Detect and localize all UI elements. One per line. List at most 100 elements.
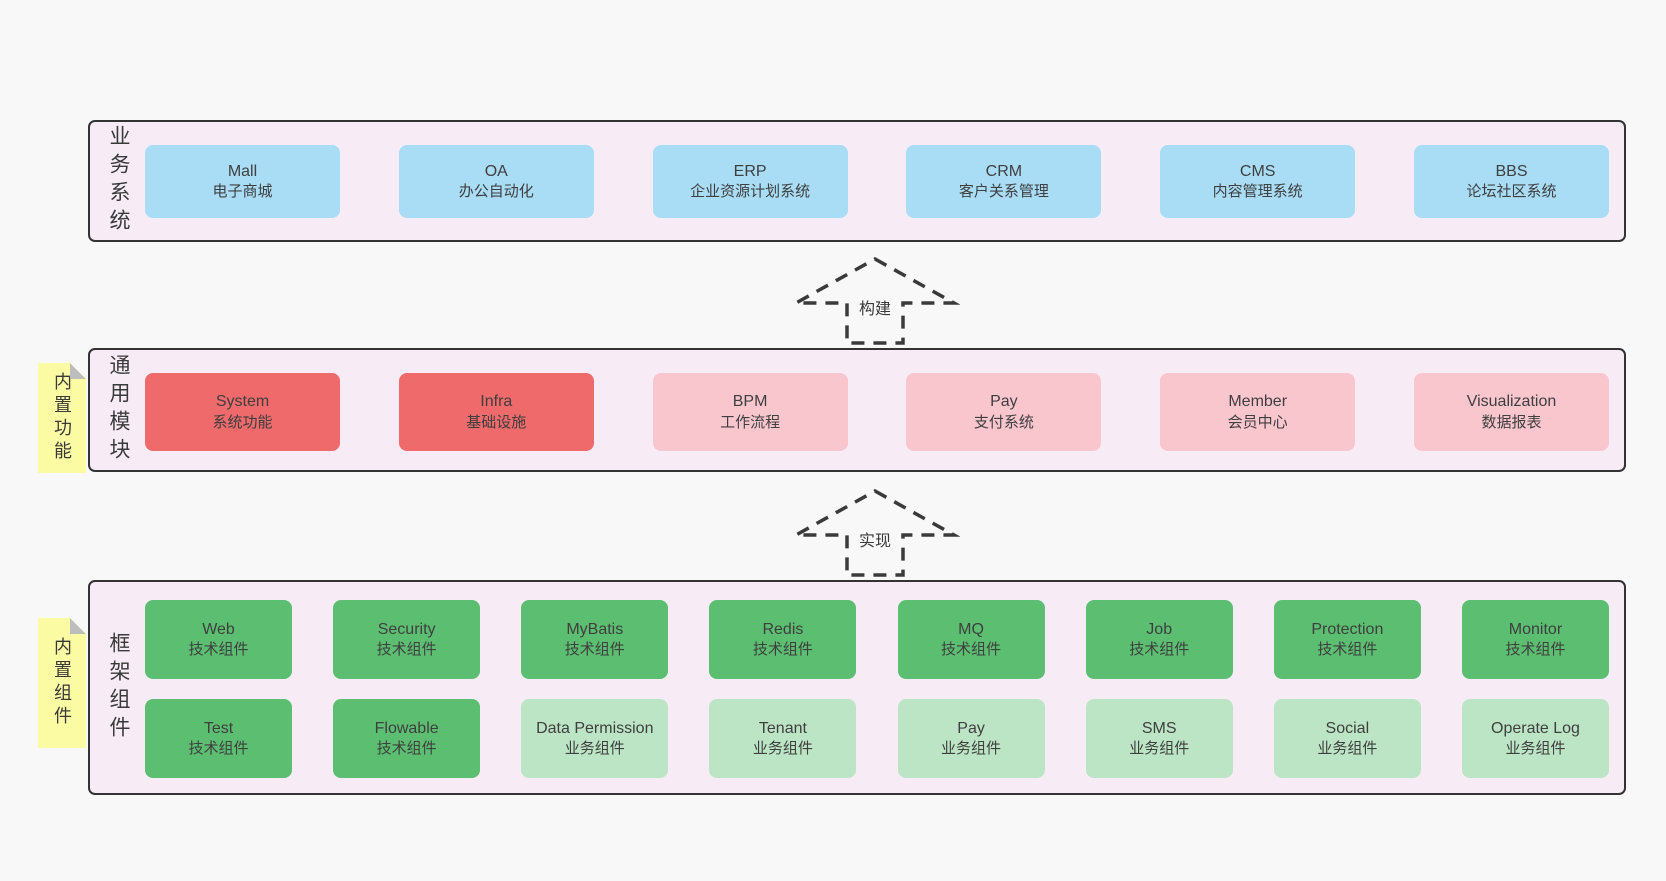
box-subtitle: 客户关系管理 xyxy=(958,183,1049,201)
folded-corner-icon xyxy=(70,363,86,379)
box-web: Web 技术组件 xyxy=(145,600,292,679)
box-mq: MQ 技术组件 xyxy=(897,600,1045,679)
box-title: Pay xyxy=(957,719,985,737)
box-mybatis: MyBatis 技术组件 xyxy=(521,600,669,679)
box-title: Member xyxy=(1228,393,1288,411)
box-subtitle: 技术组件 xyxy=(941,641,1002,659)
box-title: Redis xyxy=(762,620,804,638)
box-subtitle: 技术组件 xyxy=(752,641,813,659)
box-subtitle: 技术组件 xyxy=(564,641,625,659)
box-job: Job 技术组件 xyxy=(1085,600,1233,679)
box-title: MyBatis xyxy=(566,620,624,638)
box-security: Security 技术组件 xyxy=(333,600,481,679)
box-title: Mall xyxy=(227,162,258,180)
up-arrow-icon xyxy=(790,488,960,577)
band-label-common-modules: 通用模块 xyxy=(107,354,130,466)
box-flowable: Flowable 技术组件 xyxy=(333,699,481,778)
box-pay-module: Pay 支付系统 xyxy=(906,373,1102,451)
box-title: System xyxy=(215,393,270,411)
box-subtitle: 系统功能 xyxy=(212,413,273,431)
box-title: Social xyxy=(1325,719,1370,737)
box-cms: CMS 内容管理系统 xyxy=(1160,145,1356,218)
box-title: Pay xyxy=(990,393,1018,411)
common-modules-row: System 系统功能 Infra 基础设施 BPM 工作流程 Pay 支付系统… xyxy=(145,373,1609,451)
box-member: Member 会员中心 xyxy=(1160,373,1356,451)
box-tenant: Tenant 业务组件 xyxy=(709,699,857,778)
box-system: System 系统功能 xyxy=(145,373,340,451)
box-subtitle: 内容管理系统 xyxy=(1212,183,1303,201)
box-subtitle: 技术组件 xyxy=(188,740,249,758)
box-subtitle: 办公自动化 xyxy=(458,183,534,201)
box-subtitle: 电子商城 xyxy=(212,183,273,201)
box-subtitle: 基础设施 xyxy=(466,413,527,431)
up-arrow-icon xyxy=(790,256,960,345)
arrow-implement-label: 实现 xyxy=(855,527,895,551)
box-subtitle: 业务组件 xyxy=(1505,740,1566,758)
folded-corner-icon xyxy=(70,618,86,634)
box-subtitle: 企业资源计划系统 xyxy=(690,183,811,201)
box-crm: CRM 客户关系管理 xyxy=(906,145,1102,218)
box-title: BBS xyxy=(1495,162,1528,180)
sticky-note-label: 内置功能 xyxy=(52,372,72,464)
framework-components-row-2: Test 技术组件 Flowable 技术组件 Data Permission … xyxy=(145,699,1609,778)
box-title: Flowable xyxy=(374,719,439,737)
band-business-systems: 业务系统 Mall 电子商城 OA 办公自动化 ERP 企业资源计划系统 CRM… xyxy=(88,120,1626,242)
box-subtitle: 业务组件 xyxy=(1129,740,1190,758)
box-data-permission: Data Permission 业务组件 xyxy=(521,699,669,778)
box-title: BPM xyxy=(732,393,768,411)
box-bpm: BPM 工作流程 xyxy=(652,373,848,451)
box-title: ERP xyxy=(733,162,767,180)
box-test: Test 技术组件 xyxy=(145,699,292,778)
band-framework-components: 框架组件 Web 技术组件 Security 技术组件 MyBatis 技术组件… xyxy=(88,580,1626,795)
band-label-business-systems: 业务系统 xyxy=(107,125,130,237)
box-subtitle: 业务组件 xyxy=(941,740,1002,758)
arrow-build-label: 构建 xyxy=(855,295,895,319)
box-infra: Infra 基础设施 xyxy=(398,373,594,451)
sticky-note-builtin-components: 内置组件 xyxy=(38,618,86,748)
box-title: OA xyxy=(484,162,508,180)
box-subtitle: 业务组件 xyxy=(1317,740,1378,758)
sticky-note-label: 内置组件 xyxy=(52,637,72,729)
box-mall: Mall 电子商城 xyxy=(145,145,340,218)
box-subtitle: 技术组件 xyxy=(188,641,249,659)
band-label-framework-components: 框架组件 xyxy=(107,631,130,744)
box-subtitle: 会员中心 xyxy=(1227,413,1288,431)
box-subtitle: 数据报表 xyxy=(1481,413,1542,431)
box-bbs: BBS 论坛社区系统 xyxy=(1413,145,1609,218)
box-subtitle: 论坛社区系统 xyxy=(1466,183,1557,201)
box-subtitle: 技术组件 xyxy=(1317,641,1378,659)
box-title: Operate Log xyxy=(1491,719,1580,737)
box-title: SMS xyxy=(1141,719,1177,737)
box-title: MQ xyxy=(958,620,984,638)
box-title: Tenant xyxy=(758,719,807,737)
box-title: CRM xyxy=(985,162,1023,180)
business-systems-row: Mall 电子商城 OA 办公自动化 ERP 企业资源计划系统 CRM 客户关系… xyxy=(145,145,1609,218)
box-subtitle: 工作流程 xyxy=(720,413,781,431)
box-title: Web xyxy=(202,620,235,638)
box-sms: SMS 业务组件 xyxy=(1085,699,1233,778)
box-title: Job xyxy=(1146,620,1173,638)
band-common-modules: 通用模块 System 系统功能 Infra 基础设施 BPM 工作流程 Pay… xyxy=(88,348,1626,472)
framework-components-row-1: Web 技术组件 Security 技术组件 MyBatis 技术组件 Redi… xyxy=(145,600,1609,679)
box-social: Social 业务组件 xyxy=(1273,699,1421,778)
box-visualization: Visualization 数据报表 xyxy=(1413,373,1609,451)
box-title: Protection xyxy=(1311,620,1384,638)
box-monitor: Monitor 技术组件 xyxy=(1461,600,1609,679)
box-erp: ERP 企业资源计划系统 xyxy=(652,145,848,218)
sticky-note-builtin-features: 内置功能 xyxy=(38,363,86,473)
box-subtitle: 业务组件 xyxy=(564,740,625,758)
box-title: Infra xyxy=(480,393,513,411)
box-subtitle: 业务组件 xyxy=(752,740,813,758)
box-title: Visualization xyxy=(1466,393,1557,411)
box-title: Monitor xyxy=(1508,620,1563,638)
arrow-implement: 实现 xyxy=(790,487,960,579)
box-operate-log: Operate Log 业务组件 xyxy=(1461,699,1609,778)
box-subtitle: 技术组件 xyxy=(376,641,437,659)
box-protection: Protection 技术组件 xyxy=(1273,600,1421,679)
box-subtitle: 支付系统 xyxy=(973,413,1034,431)
box-subtitle: 技术组件 xyxy=(376,740,437,758)
box-subtitle: 技术组件 xyxy=(1129,641,1190,659)
arrow-build: 构建 xyxy=(790,255,960,347)
box-subtitle: 技术组件 xyxy=(1505,641,1566,659)
box-pay-component: Pay 业务组件 xyxy=(897,699,1045,778)
